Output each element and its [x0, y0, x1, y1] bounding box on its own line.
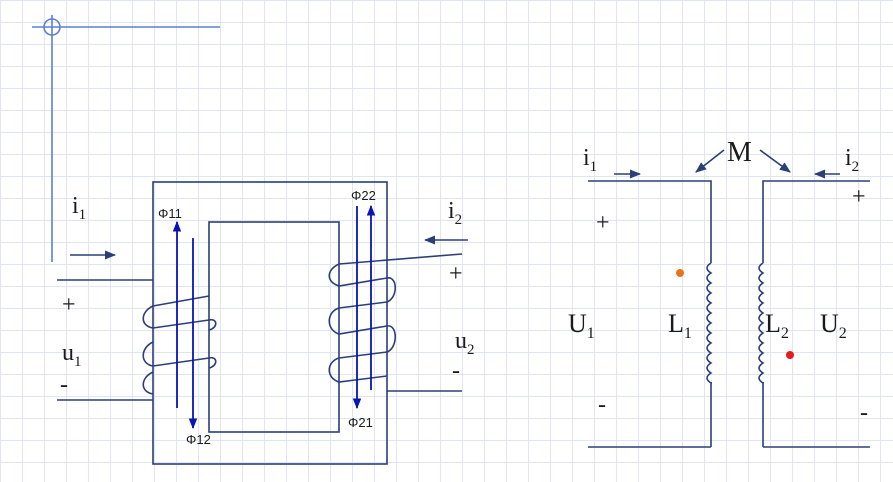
right-label-minus-secondary: - — [860, 400, 868, 426]
label-u2: u2 — [455, 328, 475, 358]
inductor-L1-coil — [706, 262, 713, 385]
M-arrow-right — [759, 149, 791, 173]
right-label-plus-secondary: + — [852, 184, 866, 210]
label-minus-secondary: - — [452, 358, 460, 384]
transformer-core — [152, 181, 388, 465]
label-u1: u1 — [62, 340, 82, 370]
label-phi11: Φ11 — [158, 206, 182, 221]
primary-leads — [57, 279, 153, 401]
label-i1: i1 — [72, 193, 86, 223]
label-U2: U2 — [820, 309, 847, 342]
label-phi21: Φ21 — [348, 415, 373, 430]
label-U1: U1 — [568, 309, 595, 342]
right-label-minus-primary: - — [598, 392, 606, 418]
label-phi12: Φ12 — [186, 432, 211, 447]
label-plus-primary: + — [62, 292, 76, 318]
right-label-i2: i2 — [845, 145, 859, 175]
label-i2: i2 — [448, 198, 462, 228]
label-phi22: Φ22 — [351, 188, 376, 203]
label-plus-secondary: + — [449, 261, 463, 287]
inductor-L2-coil — [758, 262, 765, 385]
polarity-dot-L2 — [786, 351, 794, 359]
label-minus-primary: - — [60, 372, 68, 398]
secondary-leads — [338, 253, 463, 392]
polarity-dot-L1 — [676, 269, 684, 277]
right-label-i1: i1 — [583, 145, 597, 175]
inductor-circuit-wires — [588, 180, 870, 448]
label-M: M — [727, 137, 752, 168]
flux-arrows — [172, 204, 376, 430]
secondary-coil — [328, 263, 397, 383]
primary-coil — [142, 295, 217, 395]
label-L1: L1 — [668, 309, 692, 342]
decorative-crosshair — [32, 15, 220, 262]
label-L2: L2 — [765, 309, 789, 342]
M-arrow-left — [695, 149, 725, 173]
right-label-plus-primary: + — [596, 210, 610, 236]
